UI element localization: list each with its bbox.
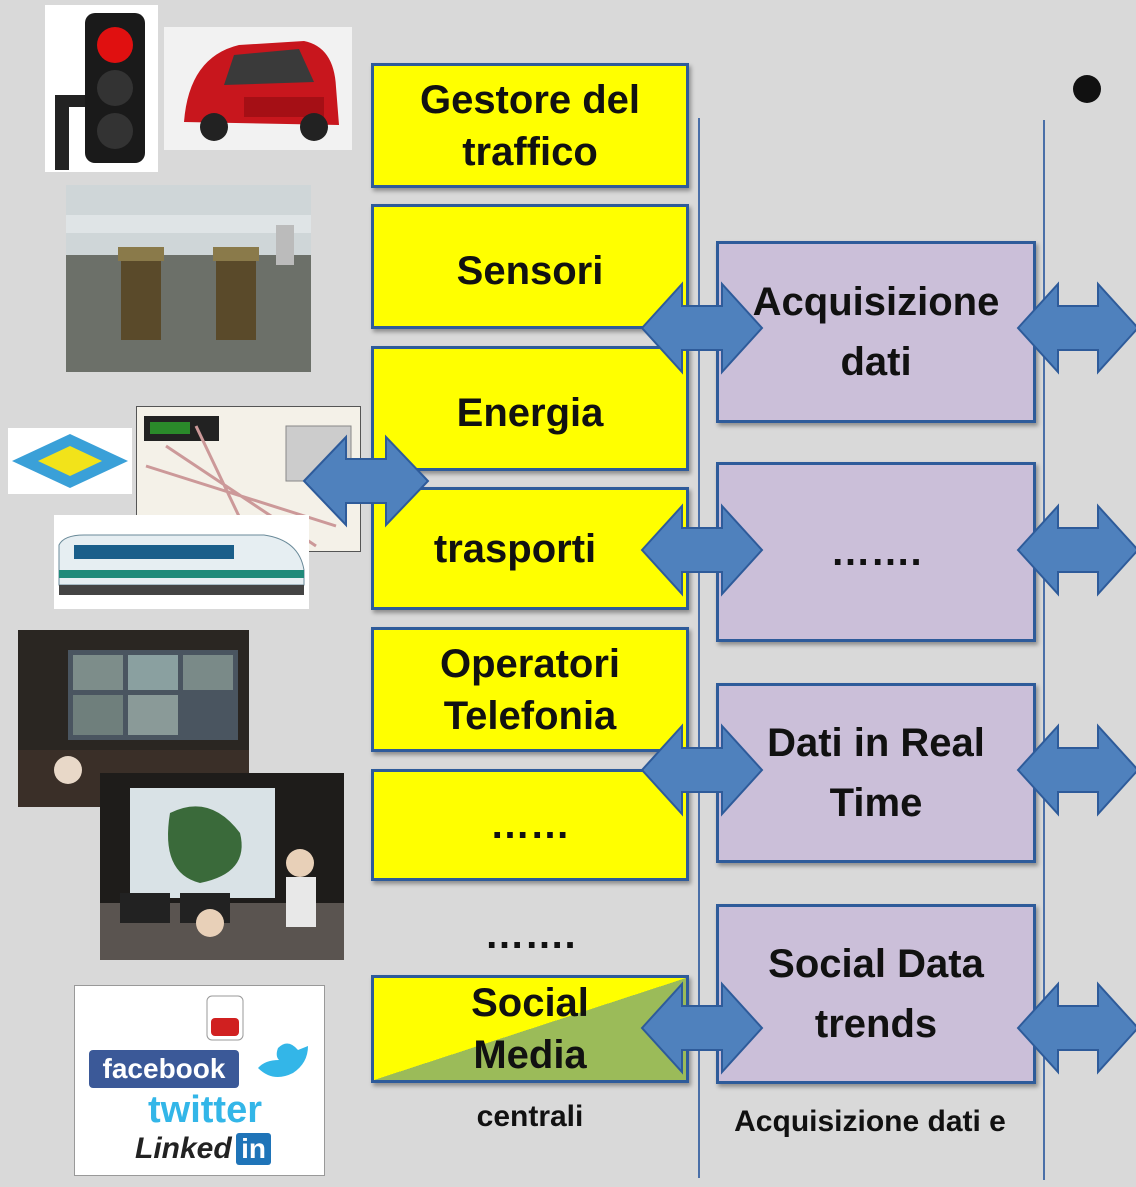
- bollards-image: [66, 185, 311, 372]
- social-logos-image: facebook twitter Linked in: [74, 985, 325, 1176]
- box-energy: Energia: [371, 346, 689, 471]
- double-arrow-left-to-acquisition: [640, 281, 764, 375]
- column-divider-right: [1043, 120, 1045, 1180]
- train-image: [54, 515, 309, 609]
- double-arrow-real-time: [640, 723, 764, 817]
- column-label-acquisizione: Acquisizione dati e: [734, 1105, 1006, 1138]
- double-arrow-right-real-time: [1016, 723, 1136, 817]
- column-label-centrali: centrali: [476, 1100, 584, 1133]
- linkedin-in-badge: in: [236, 1133, 272, 1165]
- box-data-acquisition: Acquisizione dati: [716, 241, 1036, 423]
- twitter-bird-icon: [258, 1043, 308, 1077]
- box-phone-operators: Operatori Telefonia: [371, 627, 689, 752]
- box-transports: trasporti: [371, 487, 689, 610]
- box-social-media: Social Media: [371, 975, 689, 1083]
- middle-ellipsis: …….: [484, 913, 576, 957]
- double-arrow-right-social: [1016, 981, 1136, 1075]
- box-social-data-trends: Social Data trends: [716, 904, 1036, 1084]
- twitter-logo: twitter: [148, 1089, 262, 1131]
- electric-car-image: [164, 27, 352, 150]
- box-sensors: Sensori: [371, 204, 689, 329]
- double-arrow-images-to-transports: [302, 434, 430, 528]
- facebook-logo: facebook: [89, 1050, 239, 1088]
- column-divider-left: [698, 118, 700, 1178]
- traffic-light-image: [45, 5, 158, 172]
- box-real-time-data: Dati in Real Time: [716, 683, 1036, 863]
- title-fragment: [175, 0, 595, 20]
- double-arrow-transports: [640, 503, 764, 597]
- control-room-image-2: [100, 773, 344, 960]
- energy-logo-image: [8, 428, 132, 494]
- box-purple-ellipsis: …….: [716, 462, 1036, 642]
- linkedin-logo: Linked in: [135, 1132, 315, 1172]
- double-arrow-social: [640, 981, 764, 1075]
- double-arrow-right-ellipsis: [1016, 503, 1136, 597]
- box-traffic-manager: Gestore del traffico: [371, 63, 689, 188]
- double-arrow-right-acquisition: [1016, 281, 1136, 375]
- youtube-icon: [206, 995, 244, 1041]
- box-yellow-ellipsis: ……: [371, 769, 689, 881]
- linkedin-text: Linked: [135, 1132, 232, 1165]
- bullet-dot: [1073, 75, 1101, 103]
